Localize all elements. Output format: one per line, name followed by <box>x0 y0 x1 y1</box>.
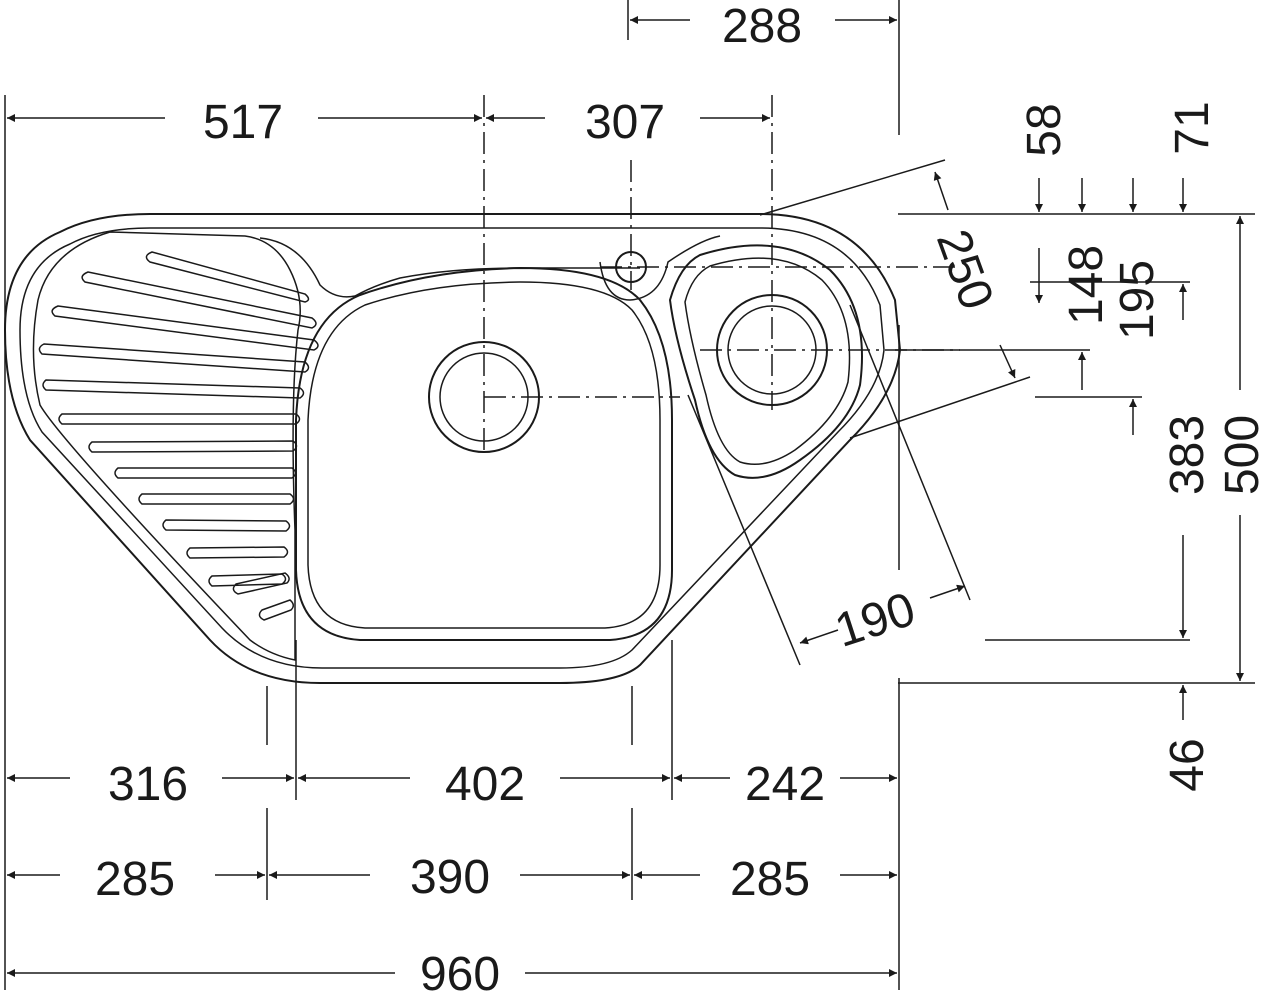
dim-46: 46 <box>1161 738 1214 791</box>
dim-960: 960 <box>420 948 500 998</box>
dim-71: 71 <box>1166 101 1219 154</box>
small-bowl <box>668 244 863 479</box>
dim-190: 190 <box>829 583 922 658</box>
dimension-labels: 288 517 307 58 71 148 195 383 500 46 250… <box>95 0 1263 998</box>
main-bowl-inner <box>307 281 661 629</box>
dim-285-right: 285 <box>730 853 810 906</box>
dim-402: 402 <box>445 758 525 811</box>
dim-288: 288 <box>722 0 802 53</box>
drainer-edge <box>259 237 640 298</box>
dim-58: 58 <box>1018 103 1071 156</box>
inner-edge <box>19 227 885 669</box>
dim-307: 307 <box>585 96 665 149</box>
drainer-grooves <box>38 251 319 621</box>
dim-390: 390 <box>410 851 490 904</box>
dim-285-left: 285 <box>95 853 175 906</box>
main-bowl-outline <box>295 266 673 641</box>
dim-148: 148 <box>1060 245 1113 325</box>
dim-242: 242 <box>745 758 825 811</box>
small-drain-outer <box>716 294 828 406</box>
dim-517: 517 <box>203 96 283 149</box>
drainer-outline <box>32 231 301 661</box>
dim-250: 250 <box>926 223 1003 316</box>
dim-500: 500 <box>1216 415 1263 495</box>
dim-195: 195 <box>1111 260 1164 340</box>
tap-hole-surround <box>599 235 721 301</box>
outer-edge <box>3 213 902 684</box>
dim-383: 383 <box>1161 415 1214 495</box>
sink-outline <box>3 213 902 684</box>
drainer-board <box>32 231 640 661</box>
dim-316: 316 <box>108 758 188 811</box>
center-lines <box>483 95 960 455</box>
small-bowl-inner <box>684 257 851 465</box>
small-bowl-outline <box>668 244 863 479</box>
dimension-lines <box>7 16 1244 977</box>
extension-lines <box>4 0 1255 990</box>
